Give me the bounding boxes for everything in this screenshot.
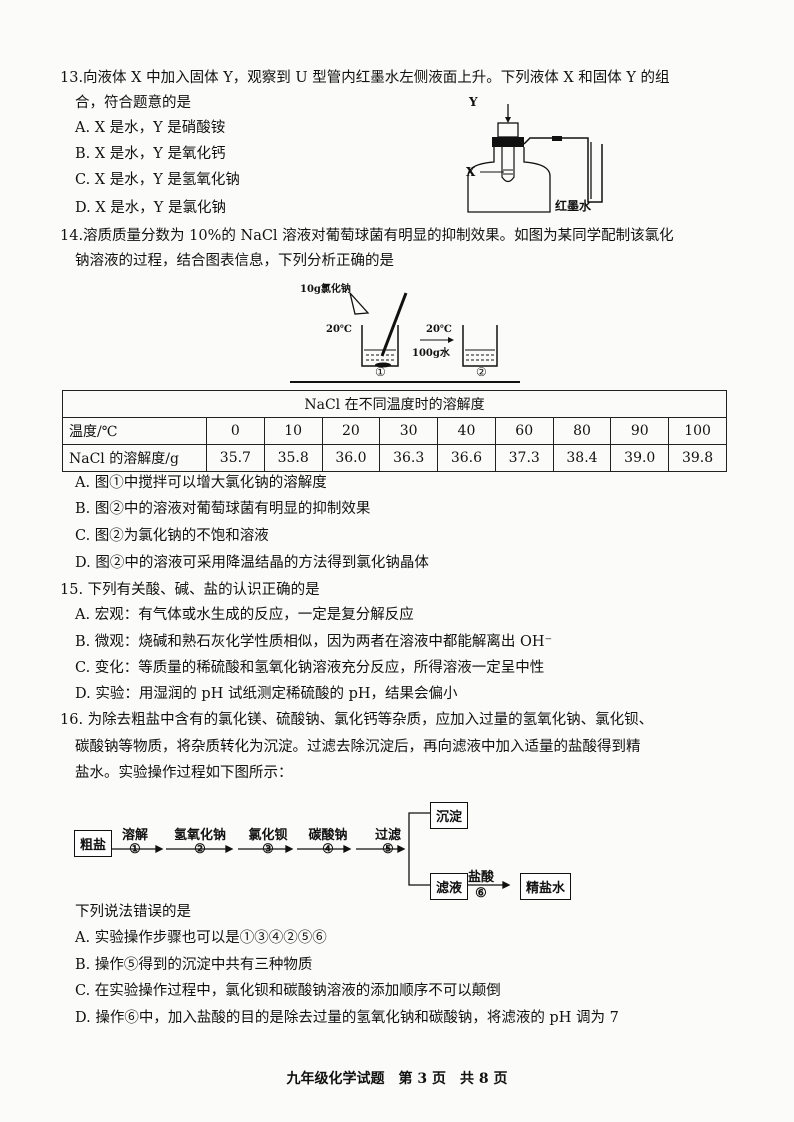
flow-step-num: ⑤ bbox=[382, 842, 394, 857]
q14-stem-cont: 钠溶液的过程，结合图表信息，下列分析正确的是 bbox=[75, 253, 394, 269]
flow-box-refined-brine: 精盐水 bbox=[520, 873, 572, 900]
flow-step-label: 过滤 bbox=[374, 828, 401, 843]
cell: 100 bbox=[668, 417, 727, 445]
table-title: NaCl 在不同温度时的溶解度 bbox=[62, 390, 727, 418]
step-1-label: ① bbox=[375, 365, 386, 379]
q13-option-b: B. X 是水，Y 是氧化钙 bbox=[75, 146, 226, 162]
water-label: 100g水 bbox=[412, 348, 450, 359]
q15-stem: 15. 下列有关酸、碱、盐的认识正确的是 bbox=[60, 582, 320, 598]
salt-label: 10g氯化钠 bbox=[300, 284, 351, 295]
q15-option-d: D. 实验：用湿润的 pH 试纸测定稀硫酸的 pH，结果会偏小 bbox=[75, 686, 458, 702]
q13-stem-cont: 合，符合题意的是 bbox=[75, 95, 191, 111]
q16-stem-cont: 碳酸钠等物质，将杂质转化为沉淀。过滤去除沉淀后，再向滤液中加入适量的盐酸得到精 bbox=[75, 739, 641, 755]
cell: 39.0 bbox=[610, 444, 670, 472]
temp-label-1: 20℃ bbox=[326, 324, 352, 335]
row-label: NaCl 的溶解度/g bbox=[62, 444, 207, 472]
cell: 36.6 bbox=[437, 444, 496, 472]
cell: 80 bbox=[552, 417, 612, 445]
q16-option-b: B. 操作⑤得到的沉淀中共有三种物质 bbox=[75, 957, 313, 973]
q13-option-d: D. X 是水，Y 是氯化钠 bbox=[75, 200, 226, 216]
q13-option-a: A. X 是水，Y 是硝酸铵 bbox=[75, 120, 226, 136]
cell: 10 bbox=[263, 417, 323, 445]
q14-option-d: D. 图②中的溶液可采用降温结晶的方法得到氯化钠晶体 bbox=[75, 555, 429, 571]
q14-stem: 14.溶质质量分数为 10%的 NaCl 溶液对葡萄球菌有明显的抑制效果。如图为… bbox=[60, 228, 674, 244]
page-footer: 九年级化学试题 第 3 页 共 8 页 bbox=[286, 1071, 508, 1087]
q16-stem: 16. 为除去粗盐中含有的氯化镁、硫酸钠、氯化钙等杂质，应加入过量的氢氧化钠、氯… bbox=[60, 712, 654, 728]
flow-step-num: ③ bbox=[262, 842, 274, 857]
q16-stem-cont2: 盐水。实验操作过程如下图所示： bbox=[75, 765, 293, 781]
q15-option-c: C. 变化：等质量的稀硫酸和氢氧化钠溶液充分反应，所得溶液一定呈中性 bbox=[75, 660, 545, 676]
cell: 90 bbox=[610, 417, 670, 445]
cell: 30 bbox=[379, 417, 439, 445]
step-2-label: ② bbox=[476, 365, 487, 379]
flow-step-num: ② bbox=[194, 842, 206, 857]
flow-box-filtrate: 滤液 bbox=[430, 873, 469, 900]
flow-box-precipitate: 沉淀 bbox=[430, 802, 469, 829]
q14-option-a: A. 图①中搅拌可以增大氯化钠的溶解度 bbox=[75, 475, 327, 491]
q13-option-c: C. X 是水，Y 是氢氧化钠 bbox=[75, 172, 240, 188]
q16-option-c: C. 在实验操作过程中，氯化钡和碳酸钠溶液的添加顺序不可以颠倒 bbox=[75, 983, 501, 999]
cell: 20 bbox=[321, 417, 381, 445]
cell: 40 bbox=[437, 417, 496, 445]
u-tube-apparatus-figure bbox=[467, 104, 603, 213]
flow-box-crude-salt: 粗盐 bbox=[74, 830, 113, 857]
flow-acid-num: ⑥ bbox=[475, 886, 487, 901]
flow-arrows bbox=[112, 812, 511, 890]
cell: 36.3 bbox=[379, 444, 439, 472]
flow-step-num: ④ bbox=[322, 842, 334, 857]
q15-option-b: B. 微观：烧碱和熟石灰化学性质相似，因为两者在溶液中都能解离出 OH⁻ bbox=[75, 634, 553, 650]
q13-stem: 13.向液体 X 中加入固体 Y，观察到 U 型管内红墨水左侧液面上升。下列液体… bbox=[60, 70, 670, 86]
label-y: Y bbox=[469, 95, 478, 109]
q16-option-d: D. 操作⑥中，加入盐酸的目的是除去过量的氢氧化钠和碳酸钠，将滤液的 pH 调为… bbox=[75, 1010, 619, 1026]
flow-step-label: 氯化钡 bbox=[248, 828, 288, 843]
cell: 35.7 bbox=[206, 444, 265, 472]
cell: 39.8 bbox=[668, 444, 727, 472]
cell: 38.4 bbox=[552, 444, 612, 472]
table-row: 温度/℃ 0 10 20 30 40 60 80 90 100 bbox=[62, 417, 727, 445]
solubility-table: NaCl 在不同温度时的溶解度 温度/℃ 0 10 20 30 40 60 80… bbox=[62, 390, 727, 472]
label-red-ink: 红墨水 bbox=[555, 199, 592, 213]
q15-option-a: A. 宏观：有气体或水生成的反应，一定是复分解反应 bbox=[75, 607, 414, 623]
flow-step-label: 氢氧化钠 bbox=[173, 828, 226, 843]
beaker-figure bbox=[290, 292, 520, 383]
q16-question: 下列说法错误的是 bbox=[75, 904, 191, 920]
flow-step-num: ① bbox=[129, 842, 141, 857]
label-x: X bbox=[466, 165, 476, 179]
flow-step-label: 碳酸钠 bbox=[308, 828, 348, 843]
temp-label-2: 20℃ bbox=[426, 324, 452, 335]
cell: 35.8 bbox=[263, 444, 323, 472]
table-row: NaCl 的溶解度/g 35.7 35.8 36.0 36.3 36.6 37.… bbox=[62, 444, 727, 472]
flow-acid-label: 盐酸 bbox=[467, 870, 494, 885]
cell: 0 bbox=[206, 417, 265, 445]
flow-step-label: 溶解 bbox=[121, 828, 148, 843]
q14-option-c: C. 图②为氯化钠的不饱和溶液 bbox=[75, 528, 269, 544]
cell: 37.3 bbox=[494, 444, 554, 472]
row-label: 温度/℃ bbox=[62, 417, 207, 445]
cell: 36.0 bbox=[321, 444, 381, 472]
q16-option-a: A. 实验操作步骤也可以是①③④②⑤⑥ bbox=[75, 930, 327, 946]
cell: 60 bbox=[494, 417, 554, 445]
q14-option-b: B. 图②中的溶液对葡萄球菌有明显的抑制效果 bbox=[75, 501, 371, 517]
